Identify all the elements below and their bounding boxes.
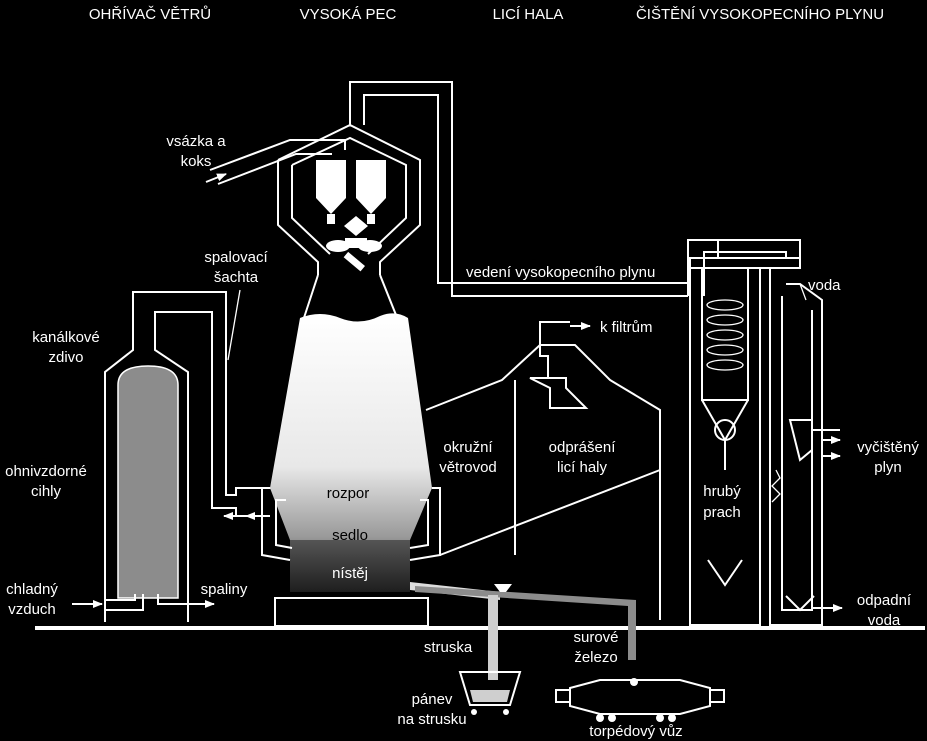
label-hot-metal-2: železo: [574, 649, 617, 666]
section-title-furnace: VYSOKÁ PEC: [300, 6, 397, 23]
label-flue-gas: spaliny: [201, 581, 248, 598]
cast-house: [410, 321, 725, 722]
label-slag-ladle-1: pánev: [412, 691, 453, 708]
section-title-casthouse: LICÍ HALA: [493, 6, 564, 23]
label-charge-1: vsázka a: [166, 133, 226, 150]
label-firebrick-1: ohnivzdorné: [5, 463, 87, 480]
label-to-filters: k filtrům: [600, 319, 653, 336]
label-hearth: nístěj: [332, 565, 368, 582]
torpedo-car: [569, 679, 711, 715]
label-slag: struska: [424, 639, 473, 656]
label-torpedo-car: torpédový vůz: [589, 723, 682, 740]
gas-cleaning: [687, 239, 843, 626]
section-title-gas-cleaning: ČIŠTĚNÍ VYSOKOPECNÍHO PLYNU: [636, 6, 884, 23]
furnace-shaft: [270, 313, 432, 592]
furnace-base: [274, 597, 429, 627]
label-hot-metal-1: surové: [573, 629, 618, 646]
ground-line: [35, 626, 925, 630]
label-charge-2: koks: [181, 153, 212, 170]
label-cold-air-2: vzduch: [8, 601, 56, 618]
label-dedusting-2: licí haly: [557, 459, 608, 476]
flow-arrows: [72, 173, 256, 608]
label-checker-1: kanálkové: [32, 329, 100, 346]
label-waste-water-1: odpadní: [857, 592, 912, 609]
label-bustle-2: větrovod: [439, 459, 497, 476]
label-coarse-dust-1: hrubý: [703, 483, 741, 500]
label-firebrick-2: cihly: [31, 483, 62, 500]
label-combustion-1: spalovací: [204, 249, 268, 266]
label-clean-gas-2: plyn: [874, 459, 902, 476]
slag-ladle: [458, 671, 522, 706]
label-bustle-1: okružní: [443, 439, 493, 456]
label-coarse-dust-2: prach: [703, 504, 741, 521]
label-combustion-2: šachta: [214, 269, 259, 286]
label-slag-ladle-2: na strusku: [397, 711, 466, 728]
cooling-coil: [706, 299, 744, 371]
label-belly: sedlo: [332, 527, 368, 544]
label-dedusting-1: odprášení: [549, 439, 617, 456]
label-checker-2: zdivo: [48, 349, 83, 366]
label-water: voda: [808, 277, 841, 294]
section-title-stove: OHŘÍVAČ VĚTRŮ: [89, 5, 211, 23]
blast-furnace: [209, 81, 688, 627]
charge-bin-right: [356, 160, 386, 214]
label-gas-main: vedení vysokopecního plynu: [466, 264, 655, 281]
label-cold-air-1: chladný: [6, 581, 58, 598]
charge-bin-left: [316, 160, 346, 214]
label-bosh: rozpor: [327, 485, 370, 502]
stove-dome: [117, 365, 179, 599]
label-clean-gas-1: vyčištěný: [857, 439, 919, 456]
label-waste-water-2: voda: [868, 612, 901, 629]
hot-blast-stove: [104, 289, 287, 622]
